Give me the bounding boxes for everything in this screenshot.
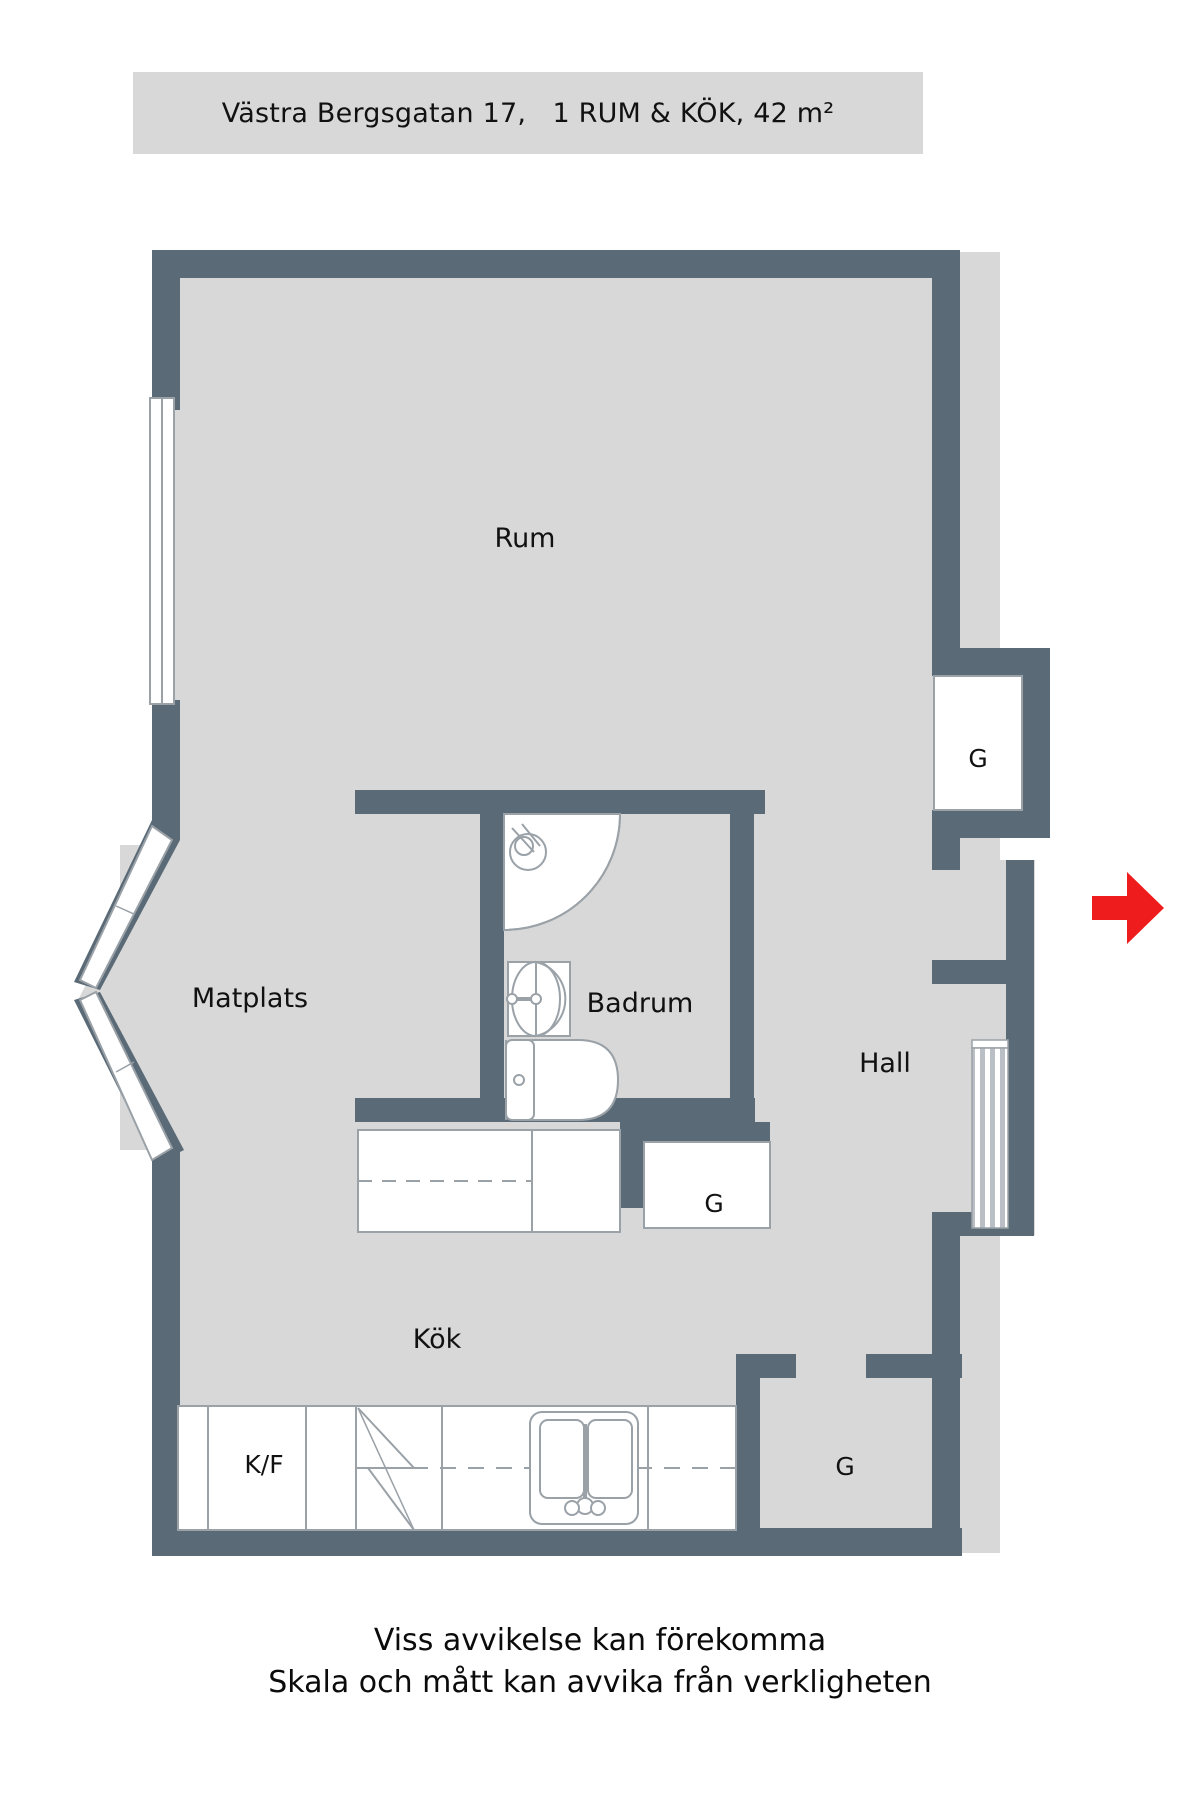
- kitchen-counter-bottom: [177, 1405, 737, 1531]
- wall-left-upper: [152, 250, 180, 410]
- closet-label-upper-right: G: [968, 744, 988, 773]
- wall-right-upper: [932, 250, 960, 660]
- page-title: Västra Bergsgatan 17, 1 RUM & KÖK, 42 m²: [221, 97, 835, 129]
- room-label-rum: Rum: [494, 523, 556, 554]
- radiator-hall: [971, 1039, 1009, 1229]
- kitchen-faucet-knob-left: [564, 1500, 580, 1516]
- wall-closet-right: [1022, 648, 1050, 838]
- wall-kitchen-right: [736, 1354, 760, 1532]
- wall-right-mid-a: [932, 810, 960, 870]
- room-label-badrum: Badrum: [586, 988, 694, 1019]
- wall-right-lower: [932, 1236, 960, 1536]
- windows: [78, 397, 175, 1162]
- wall-right-jog-hall-top: [932, 960, 1034, 984]
- window-bay-lower: [78, 990, 174, 1162]
- shower-head-icon: [514, 836, 534, 856]
- kitchen-sink-basin-left: [539, 1419, 585, 1499]
- room-label-kok: Kök: [412, 1324, 462, 1355]
- room-label-hall: Hall: [859, 1048, 911, 1079]
- window-bay-lower-mullion: [115, 1061, 135, 1073]
- closet-label-lower-right: G: [835, 1452, 855, 1481]
- footer-disclaimer: Viss avvikelse kan förekomma Skala och m…: [0, 1620, 1200, 1704]
- closets: [643, 675, 1023, 1229]
- kitchen-sink-basin-right: [587, 1419, 633, 1499]
- title-bar: Västra Bergsgatan 17, 1 RUM & KÖK, 42 m²: [133, 72, 923, 154]
- wall-bath-right: [730, 814, 754, 1110]
- toilet-seat-outline: [577, 1039, 619, 1121]
- closet-mid-box: [643, 1141, 771, 1229]
- wall-bath-top: [355, 790, 765, 814]
- shower-arm: [511, 827, 535, 853]
- kitchen-faucet-knob-right: [590, 1500, 606, 1516]
- toilet-flush-button: [513, 1074, 525, 1086]
- stove-icon-diagonal: [357, 1407, 415, 1531]
- wall-right-hall: [1006, 860, 1034, 1236]
- wall-top: [152, 250, 960, 278]
- footer-line-2: Skala och mått kan avvika från verklighe…: [268, 1665, 932, 1700]
- appliance-label-fridge-freezer: K/F: [244, 1450, 284, 1479]
- wall-left-mid: [152, 700, 180, 840]
- bathroom-fixtures: [503, 813, 622, 1121]
- wall-closet-mid-top: [620, 1122, 770, 1142]
- closet-upper-right-box: [933, 675, 1023, 811]
- wall-bottom: [152, 1528, 962, 1556]
- shower-arm-2: [521, 823, 541, 847]
- washbasin-drain: [530, 993, 542, 1005]
- entrance-arrow-icon: [1092, 872, 1164, 944]
- radiator-cap: [971, 1039, 1009, 1049]
- wall-left-lower: [152, 1152, 180, 1556]
- washbasin-tap-knob: [506, 993, 518, 1005]
- window-bay-upper-mullion: [115, 905, 135, 915]
- closet-label-mid: G: [704, 1189, 724, 1218]
- radiator-body: [971, 1047, 1009, 1229]
- stove-icon: [357, 1407, 417, 1531]
- kitchen-counter-upper: [357, 1129, 621, 1233]
- shower-curtain-arc: [503, 813, 621, 931]
- room-label-matplats: Matplats: [191, 983, 309, 1014]
- wall-bath-left: [480, 790, 504, 1110]
- window-bay-upper: [78, 824, 174, 990]
- wall-lowerG-top: [866, 1354, 962, 1378]
- footer-line-1: Viss avvikelse kan förekomma: [373, 1623, 827, 1658]
- wall-kitchen-right-top: [736, 1354, 796, 1378]
- red-arrow: [1092, 872, 1164, 944]
